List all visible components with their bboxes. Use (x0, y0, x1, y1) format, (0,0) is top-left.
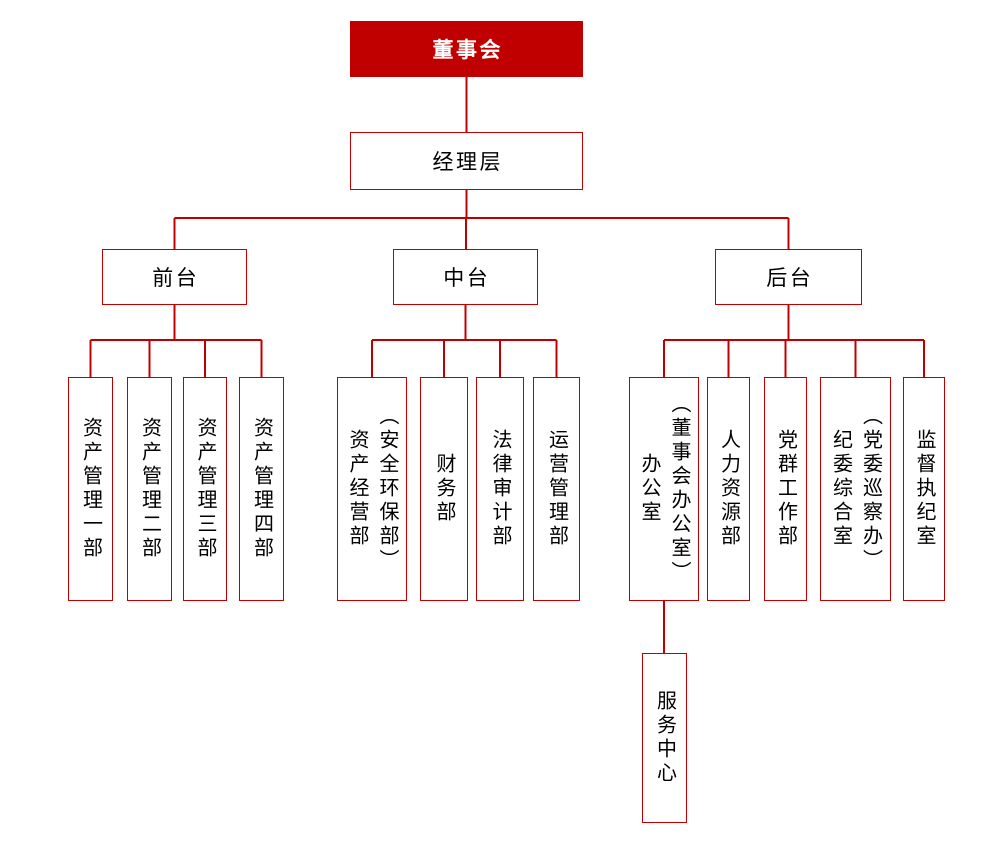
org-node-discipline-inspection-office: 纪委综合室 （党委巡察办） (820, 377, 891, 601)
org-node-supervision-enforcement-office: 监督执纪室 (903, 377, 945, 601)
org-node-board-label: 董事会 (432, 39, 503, 62)
org-node-supervision-enforcement-office-label: 监督执纪室 (913, 429, 935, 549)
org-node-asset-management-dept-3-label: 资产管理三部 (194, 417, 216, 561)
org-node-service-center: 服务中心 (642, 653, 687, 823)
org-node-discipline-inspection-office-label: 纪委综合室 （党委巡察办） (829, 405, 882, 573)
org-node-management: 经理层 (350, 132, 583, 190)
org-node-finance-dept-label: 财务部 (433, 453, 455, 525)
org-node-operations-management-dept: 运营管理部 (533, 377, 580, 601)
org-node-operations-management-dept-label: 运营管理部 (545, 429, 568, 549)
org-node-general-office: 办公室 （董事会办公室） (629, 377, 699, 601)
org-node-legal-audit-dept: 法律审计部 (476, 377, 524, 601)
org-node-asset-management-dept-2-label: 资产管理二部 (138, 417, 161, 561)
org-node-party-mass-work-dept-label: 党群工作部 (774, 429, 797, 549)
org-node-management-label: 经理层 (432, 151, 503, 174)
org-node-service-center-label: 服务中心 (653, 690, 676, 786)
org-node-asset-management-dept-2: 资产管理二部 (127, 377, 172, 601)
org-node-board: 董事会 (350, 21, 583, 77)
org-node-finance-dept: 财务部 (420, 377, 468, 601)
org-node-front-office-label: 前台 (152, 267, 200, 290)
org-node-asset-management-dept-1: 资产管理一部 (68, 377, 113, 601)
org-node-legal-audit-dept-label: 法律审计部 (489, 429, 511, 549)
org-node-middle-office: 中台 (393, 249, 538, 305)
org-node-hr-dept: 人力资源部 (707, 377, 750, 601)
org-node-party-mass-work-dept: 党群工作部 (764, 377, 807, 601)
org-node-asset-management-dept-3: 资产管理三部 (183, 377, 227, 601)
org-node-asset-management-dept-4: 资产管理四部 (239, 377, 284, 601)
org-node-back-office-label: 后台 (766, 267, 814, 290)
org-node-back-office: 后台 (715, 249, 862, 305)
org-node-asset-operation-dept-label: 资产经营部 （安全环保部） (346, 405, 398, 573)
org-node-hr-dept-label: 人力资源部 (717, 429, 740, 549)
org-node-general-office-label: 办公室 （董事会办公室） (638, 393, 690, 585)
org-node-middle-office-label: 中台 (443, 267, 491, 290)
org-node-front-office: 前台 (102, 249, 247, 305)
org-node-asset-management-dept-4-label: 资产管理四部 (250, 417, 273, 561)
org-node-asset-operation-dept: 资产经营部 （安全环保部） (337, 377, 407, 601)
org-node-asset-management-dept-1-label: 资产管理一部 (79, 417, 102, 561)
